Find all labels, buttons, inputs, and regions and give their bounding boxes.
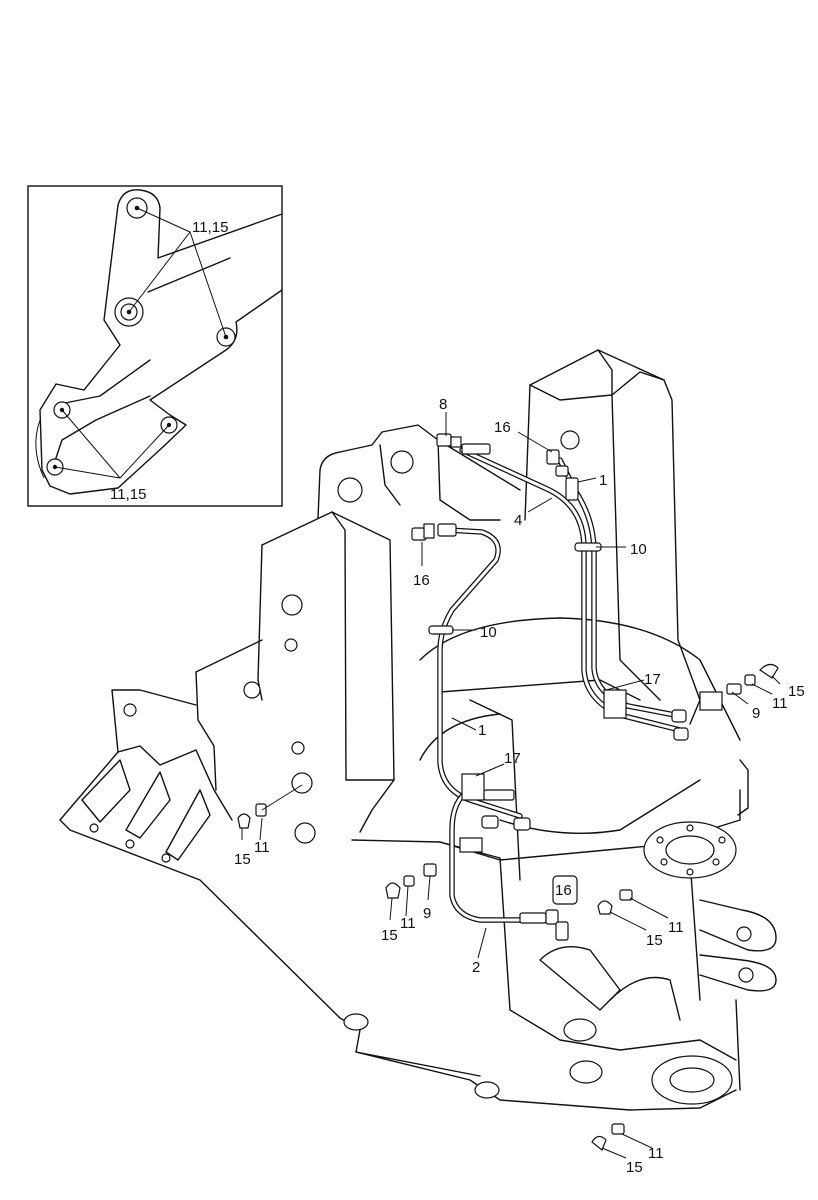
elbow-fitting-8 xyxy=(436,433,491,455)
inset-callout-bottom: 11,15 xyxy=(110,486,146,503)
callout-17-mid: 17 xyxy=(504,750,521,767)
clamp-17-mid xyxy=(461,773,485,801)
elbow-fitting-16-top xyxy=(546,449,579,501)
leader-lines xyxy=(241,412,781,1159)
callout-15-bottom: 15 xyxy=(626,1159,643,1176)
inset-detail: 11,15 11,15 xyxy=(27,185,283,507)
cap-15-bottom xyxy=(591,1135,607,1151)
callout-1-top: 1 xyxy=(599,472,607,489)
fittings xyxy=(237,433,779,1151)
callout-16-bottom: 16 xyxy=(555,882,572,899)
callout-1-mid: 1 xyxy=(478,722,486,739)
grease-nipple-11-left xyxy=(255,803,267,817)
callout-9-right: 9 xyxy=(752,705,760,722)
callout-15-mid-b: 15 xyxy=(646,932,663,949)
callout-8: 8 xyxy=(439,396,447,413)
cap-15-right-top xyxy=(759,663,779,679)
callout-11-left: 11 xyxy=(254,839,270,856)
grease-nipple-11-right-top xyxy=(744,674,756,686)
callout-9-mid: 9 xyxy=(423,905,431,922)
clamp-17-right xyxy=(603,689,627,719)
grease-nipple-11-mid-a xyxy=(403,875,415,887)
callout-11-mid-b: 11 xyxy=(668,919,684,936)
callout-labels: 8 16 1 4 10 16 10 17 15 11 9 1 17 15 11 … xyxy=(234,396,805,1176)
callout-2: 2 xyxy=(472,959,480,976)
callout-11-mid-a: 11 xyxy=(400,915,416,932)
elbow-fitting-16-bottom xyxy=(519,875,578,941)
grease-nipple-11-bottom xyxy=(611,1123,625,1135)
callout-15-right-top: 15 xyxy=(788,683,805,700)
callout-16-left: 16 xyxy=(413,572,430,589)
plug-9-right xyxy=(726,683,742,695)
callout-17-right: 17 xyxy=(644,671,661,688)
hose-assembly xyxy=(428,447,683,923)
hose-1-lower xyxy=(437,527,523,819)
callout-10-left: 10 xyxy=(480,624,497,641)
cap-15-mid-a xyxy=(385,882,401,899)
cap-15-left xyxy=(237,813,251,829)
callout-11-right-top: 11 xyxy=(772,695,788,712)
callout-4: 4 xyxy=(514,512,522,529)
callout-15-mid-a: 15 xyxy=(381,927,398,944)
plug-9-mid xyxy=(423,863,437,877)
inset-frame xyxy=(27,185,283,507)
block-right xyxy=(699,691,723,711)
elbow-fitting-16-left xyxy=(411,523,457,541)
main-frame-drawing xyxy=(59,349,777,1111)
callout-15-left: 15 xyxy=(234,851,251,868)
inset-callout-top: 11,15 xyxy=(192,219,228,236)
grease-nipple-11-mid-b xyxy=(619,889,633,901)
block-mid xyxy=(459,837,483,853)
callout-10-right: 10 xyxy=(630,541,647,558)
callout-11-bottom: 11 xyxy=(648,1145,664,1162)
cap-15-mid-b xyxy=(597,900,613,915)
clamp-10-left xyxy=(428,625,454,635)
callout-16-top: 16 xyxy=(494,419,511,436)
